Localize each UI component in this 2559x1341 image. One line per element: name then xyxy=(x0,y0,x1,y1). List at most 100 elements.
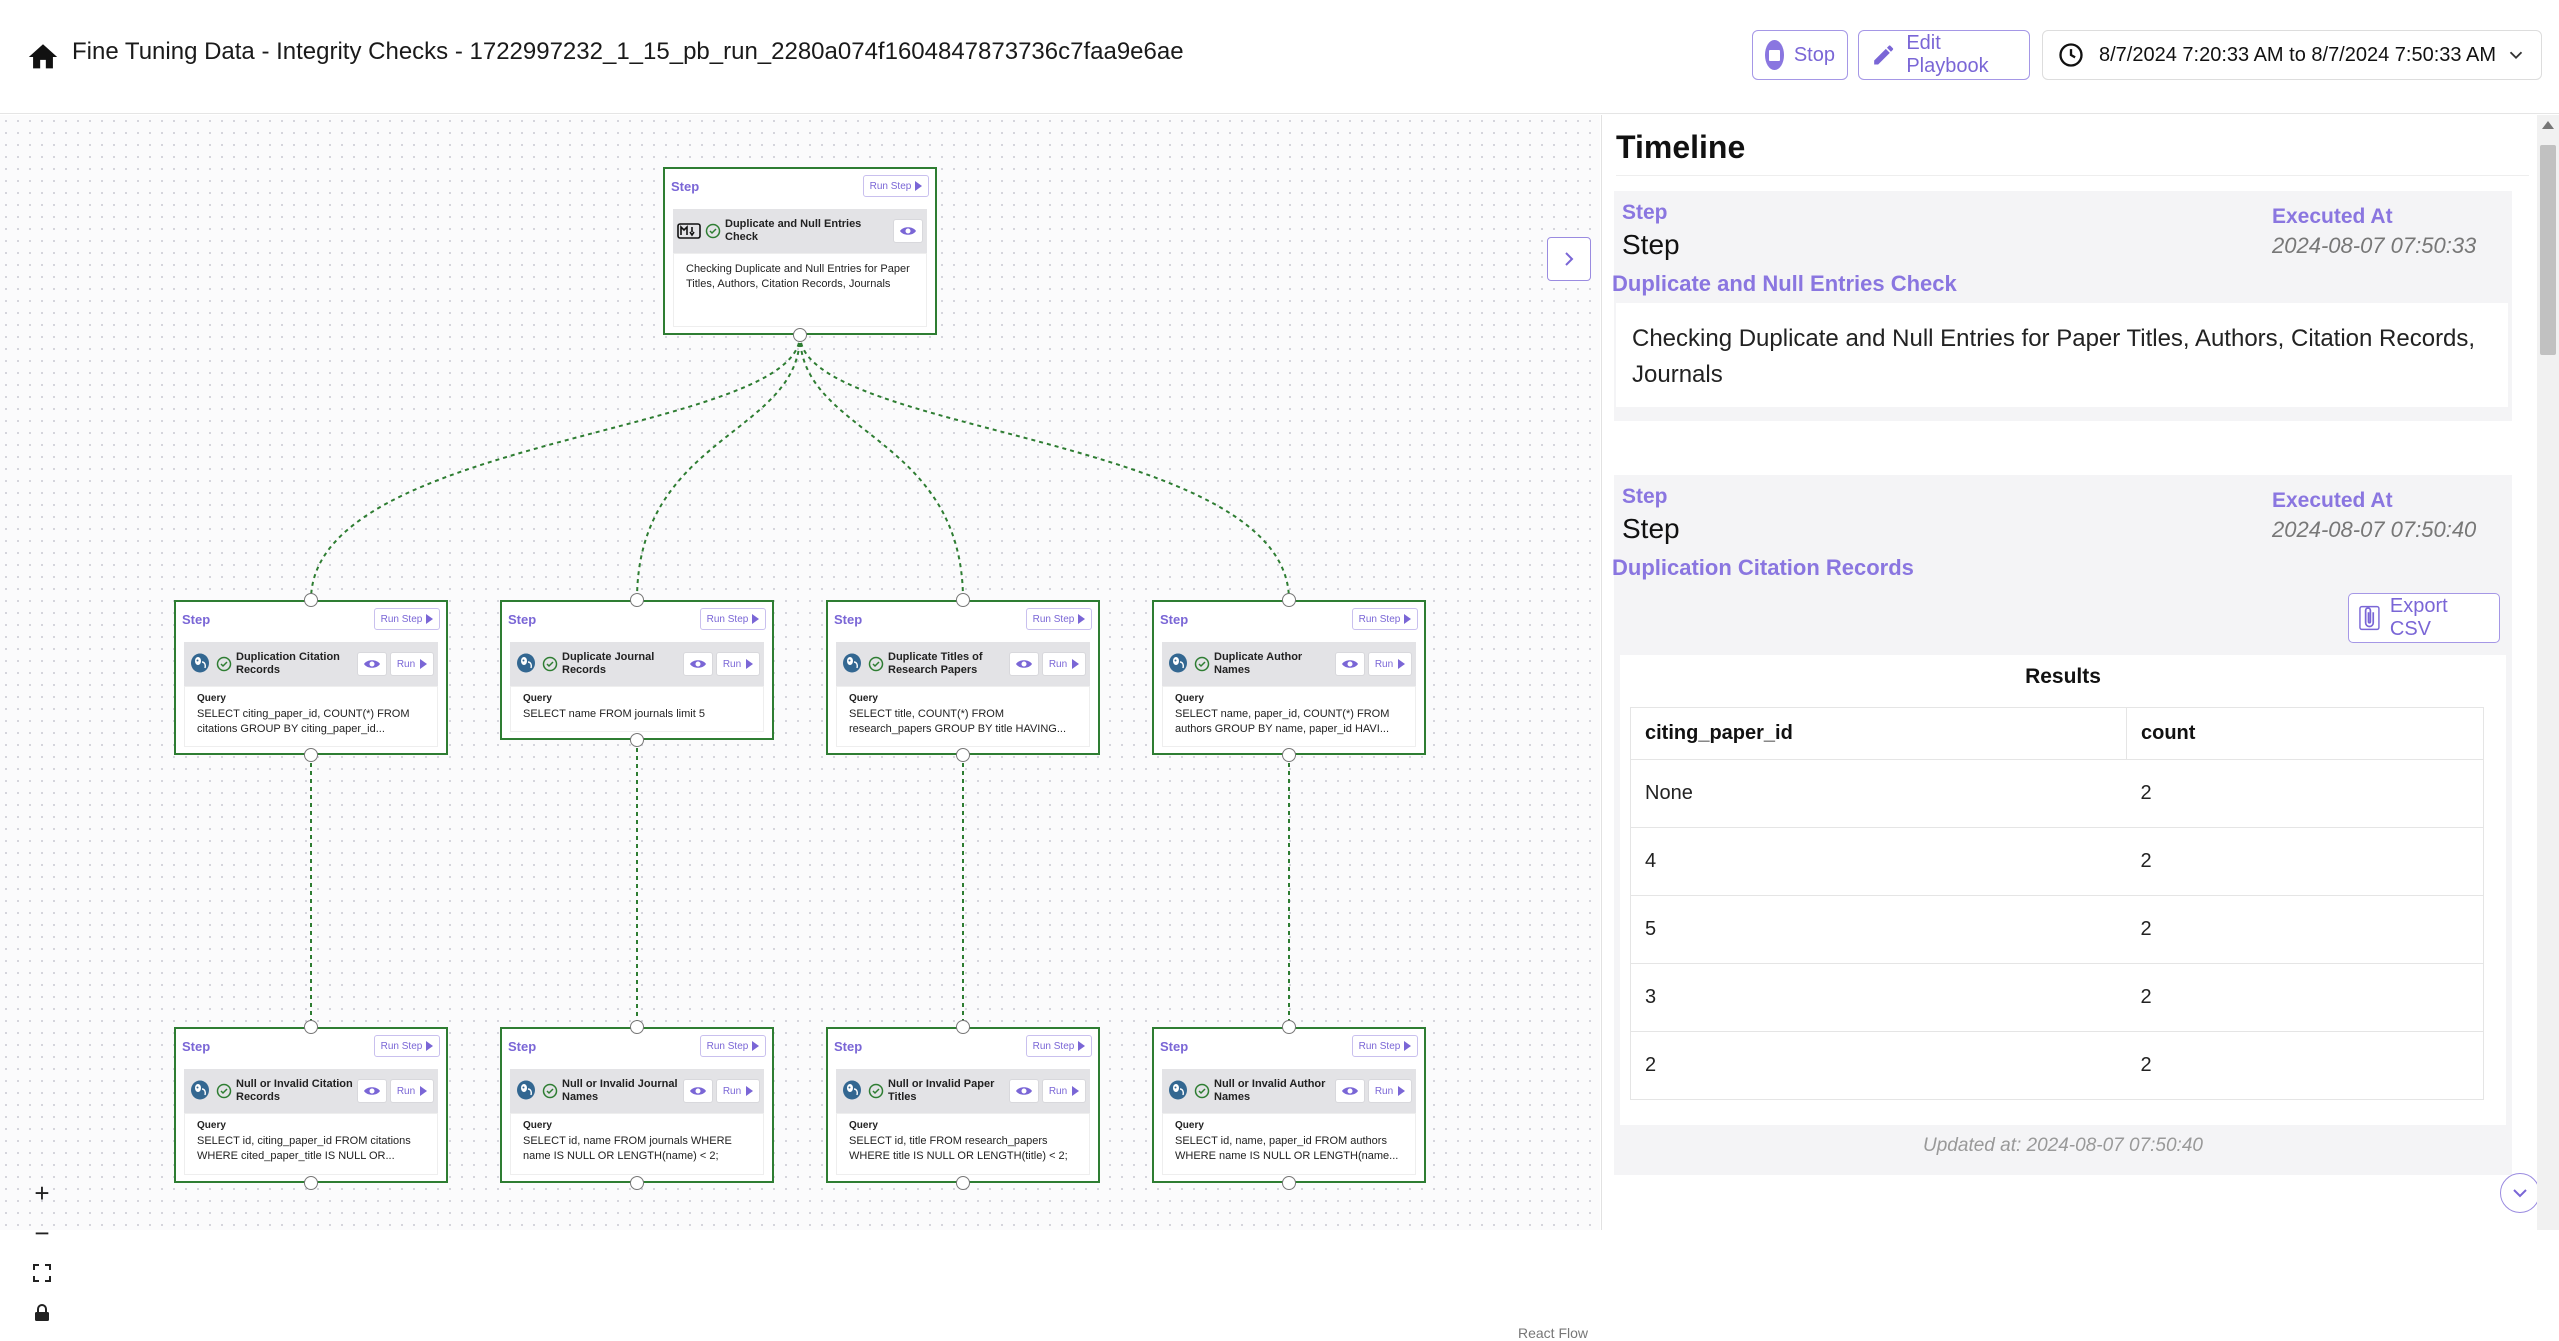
handle-l2-2-top[interactable] xyxy=(630,1020,644,1034)
time-range-selector[interactable]: 8/7/2024 7:20:33 AM to 8/7/2024 7:50:33 … xyxy=(2042,30,2542,80)
flow-node-l2-2[interactable]: Step Run Step Null or Invalid Journal Na… xyxy=(500,1027,774,1183)
play-icon xyxy=(1398,659,1406,669)
eye-icon[interactable] xyxy=(1009,1079,1039,1103)
zoom-in-icon[interactable]: + xyxy=(34,1177,50,1208)
node-title: Null or Invalid Journal Names xyxy=(562,1078,678,1103)
run-button[interactable]: Run xyxy=(1042,1079,1086,1103)
flow-node-l1-3[interactable]: Step Run Step Duplicate Titles of Resear… xyxy=(826,600,1100,755)
flow-node-l2-4[interactable]: Step Run Step Null or Invalid Author Nam… xyxy=(1152,1027,1426,1183)
pencil-icon xyxy=(1874,45,1894,65)
edit-playbook-button[interactable]: Edit Playbook xyxy=(1858,30,2030,80)
step-key: Step xyxy=(1622,485,1668,508)
node-title: Null or Invalid Author Names xyxy=(1214,1078,1326,1103)
eye-icon[interactable] xyxy=(683,652,713,676)
run-step-button[interactable]: Run Step xyxy=(1352,608,1418,630)
flow-node-l1-4[interactable]: Step Run Step Duplicate Author Names Run… xyxy=(1152,600,1426,755)
run-step-button[interactable]: Run Step xyxy=(700,608,766,630)
handle-root-bottom[interactable] xyxy=(793,328,807,342)
stop-button[interactable]: Stop xyxy=(1752,30,1848,80)
handle-l2-4-bottom[interactable] xyxy=(1282,1176,1296,1190)
flow-node-l2-1[interactable]: Step Run Step Null or Invalid Citation R… xyxy=(174,1027,448,1183)
eye-icon[interactable] xyxy=(1335,652,1365,676)
scroll-up-arrow[interactable] xyxy=(2542,121,2554,129)
eye-icon[interactable] xyxy=(1335,1079,1365,1103)
column-header[interactable]: citing_paper_id xyxy=(1630,707,2127,760)
node-title: Duplication Citation Records xyxy=(236,651,340,676)
flow-node-l1-1[interactable]: Step Run Step Duplication Citation Recor… xyxy=(174,600,448,755)
eye-icon[interactable] xyxy=(893,219,923,243)
query-label: Query xyxy=(849,693,878,704)
edge-root-l1-1 xyxy=(310,334,801,601)
lock-icon[interactable] xyxy=(26,1293,58,1333)
executed-at-key: Executed At xyxy=(2272,489,2393,512)
handle-l2-3-top[interactable] xyxy=(956,1020,970,1034)
flow-canvas[interactable]: Step Run Step Duplicate and Null Entries… xyxy=(0,115,1600,1341)
handle-l1-3-top[interactable] xyxy=(956,593,970,607)
collapse-panel-button[interactable] xyxy=(1547,237,1591,281)
scroll-to-bottom-button[interactable] xyxy=(2500,1173,2540,1213)
handle-l1-4-top[interactable] xyxy=(1282,593,1296,607)
react-flow-attribution[interactable]: React Flow xyxy=(1518,1325,1589,1341)
run-button[interactable]: Run xyxy=(716,652,760,676)
eye-icon[interactable] xyxy=(1009,652,1039,676)
run-step-label: Run Step xyxy=(380,613,423,625)
play-icon xyxy=(1072,659,1080,669)
run-step-button[interactable]: Run Step xyxy=(1026,608,1092,630)
node-header-bar: Duplicate Journal Records Run xyxy=(510,642,764,686)
scrollbar-thumb[interactable] xyxy=(2540,145,2556,355)
run-step-button[interactable]: Run Step xyxy=(374,608,440,630)
node-title: Duplicate Author Names xyxy=(1214,651,1303,676)
node-description: Checking Duplicate and Null Entries for … xyxy=(673,253,927,327)
scrollbar[interactable] xyxy=(2537,115,2559,1230)
run-step-button[interactable]: Run Step xyxy=(700,1035,766,1057)
handle-l1-3-bottom[interactable] xyxy=(956,748,970,762)
play-icon xyxy=(426,614,434,624)
eye-icon[interactable] xyxy=(683,1079,713,1103)
flow-node-root[interactable]: Step Run Step Duplicate and Null Entries… xyxy=(663,167,937,335)
run-step-button[interactable]: Run Step xyxy=(1352,1035,1418,1057)
node-header-bar: Null or Invalid Journal Names Run xyxy=(510,1069,764,1113)
run-button[interactable]: Run xyxy=(1042,652,1086,676)
run-step-button[interactable]: Run Step xyxy=(374,1035,440,1057)
run-label: Run xyxy=(722,658,742,670)
handle-l1-4-bottom[interactable] xyxy=(1282,748,1296,762)
postgres-icon xyxy=(843,1080,861,1100)
eye-icon[interactable] xyxy=(357,1079,387,1103)
edit-playbook-label: Edit Playbook xyxy=(1906,32,1989,77)
run-step-button[interactable]: Run Step xyxy=(1026,1035,1092,1057)
run-step-label: Run Step xyxy=(706,613,749,625)
handle-l2-1-top[interactable] xyxy=(304,1020,318,1034)
home-icon[interactable] xyxy=(26,40,60,74)
run-button[interactable]: Run xyxy=(716,1079,760,1103)
run-step-button[interactable]: Run Step xyxy=(863,175,929,197)
handle-l1-2-bottom[interactable] xyxy=(630,733,644,747)
handle-l2-1-bottom[interactable] xyxy=(304,1176,318,1190)
run-step-label: Run Step xyxy=(706,1040,749,1052)
run-button[interactable]: Run xyxy=(390,1079,434,1103)
zoom-out-icon[interactable]: − xyxy=(34,1217,50,1248)
handle-l1-2-top[interactable] xyxy=(630,593,644,607)
handle-l2-3-bottom[interactable] xyxy=(956,1176,970,1190)
handle-l1-1-bottom[interactable] xyxy=(304,748,318,762)
handle-l2-4-top[interactable] xyxy=(1282,1020,1296,1034)
node-header-bar: Duplicate Titles of Research Papers Run xyxy=(836,642,1090,686)
query-label: Query xyxy=(197,1120,226,1131)
export-csv-button[interactable]: Export CSV xyxy=(2348,593,2500,643)
query-label: Query xyxy=(523,1120,552,1131)
run-button[interactable]: Run xyxy=(1368,652,1412,676)
fit-view-icon[interactable] xyxy=(26,1253,58,1293)
table-cell: 2 xyxy=(1630,1031,2127,1100)
run-button[interactable]: Run xyxy=(1368,1079,1412,1103)
run-step-label: Run Step xyxy=(869,180,912,192)
column-header[interactable]: count xyxy=(2126,707,2484,760)
run-button[interactable]: Run xyxy=(390,652,434,676)
executed-at-key: Executed At xyxy=(2272,205,2393,228)
flow-node-l2-3[interactable]: Step Run Step Null or Invalid Paper Titl… xyxy=(826,1027,1100,1183)
handle-l1-1-top[interactable] xyxy=(304,593,318,607)
node-header-bar: Duplicate Author Names Run xyxy=(1162,642,1416,686)
handle-l2-2-bottom[interactable] xyxy=(630,1176,644,1190)
flow-node-l1-2[interactable]: Step Run Step Duplicate Journal Records … xyxy=(500,600,774,740)
play-icon xyxy=(420,1086,428,1096)
run-step-label: Run Step xyxy=(1032,1040,1075,1052)
eye-icon[interactable] xyxy=(357,652,387,676)
